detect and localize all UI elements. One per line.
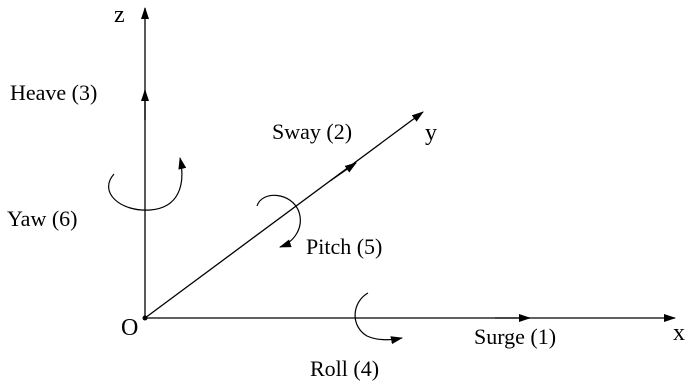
y-axis-label: y <box>425 120 437 146</box>
pitch-rotation-arrow <box>256 194 301 248</box>
sway-label: Sway (2) <box>272 119 352 144</box>
y-axis-line <box>144 111 424 319</box>
surge-label: Surge (1) <box>474 324 556 349</box>
heave-label: Heave (3) <box>10 80 97 105</box>
origin-point <box>142 315 148 321</box>
axis-lines <box>141 7 676 322</box>
sway-arrow <box>329 162 357 182</box>
z-axis-label: z <box>114 2 125 28</box>
roll-rotation-arrow <box>354 292 403 345</box>
motion-labels: Heave (3) Sway (2) Yaw (6) Pitch (5) Sur… <box>7 80 556 381</box>
roll-label: Roll (4) <box>310 356 379 381</box>
yaw-rotation-arrow <box>108 157 187 211</box>
rotation-arrows <box>108 157 403 345</box>
pitch-label: Pitch (5) <box>306 234 382 259</box>
yaw-label: Yaw (6) <box>7 206 78 231</box>
origin-label: O <box>121 315 138 341</box>
x-axis-label: x <box>673 320 685 346</box>
translation-arrows <box>141 89 531 322</box>
axis-labels: z y x O <box>114 2 685 346</box>
